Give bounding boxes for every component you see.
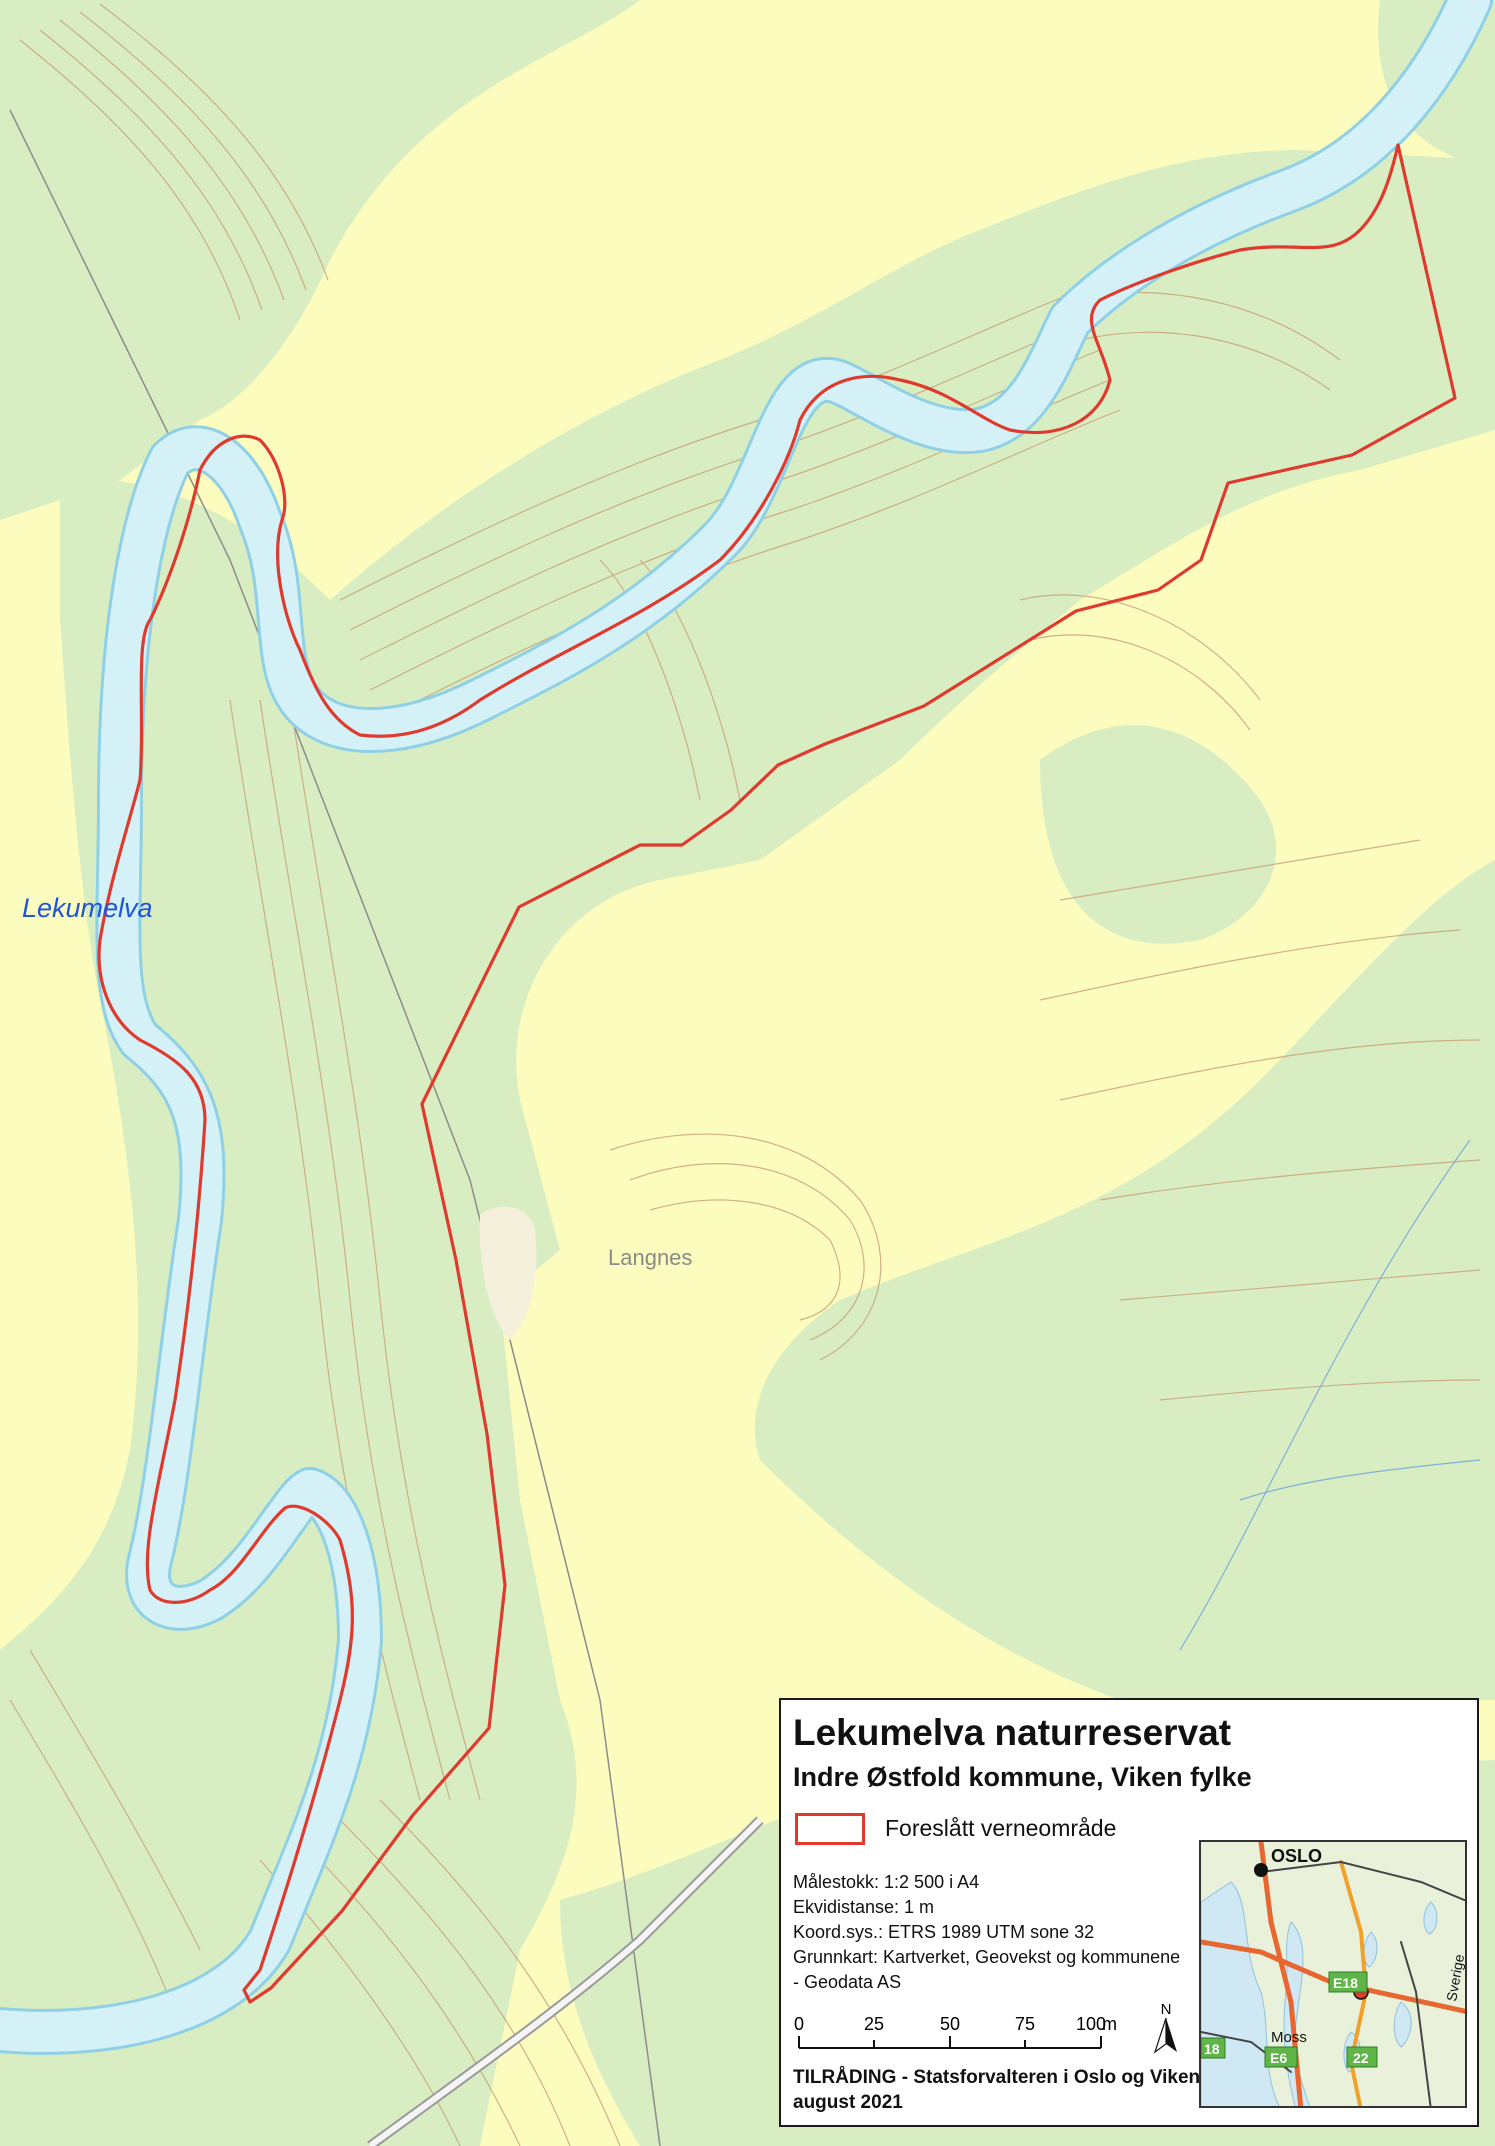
inset-city-label: OSLO: [1271, 1846, 1322, 1866]
inset-road-22: 22: [1353, 2050, 1369, 2066]
north-label: N: [1161, 2001, 1172, 2018]
scale-bar: 0 25 50 75 100 m: [794, 2014, 1117, 2049]
scale-tick-75: 75: [1015, 2014, 1035, 2034]
settlement-area: [479, 1206, 537, 1340]
road: [367, 1816, 764, 2146]
streams: [1179, 1139, 1481, 1651]
scale-tick-25: 25: [864, 2014, 884, 2034]
meta-contour-interval: Ekvidistanse: 1 m: [793, 1897, 935, 1917]
map-title: Lekumelva naturreservat: [793, 1712, 1232, 1753]
meta-scale: Målestokk: 1:2 500 i A4: [793, 1872, 980, 1892]
boundary-legend-swatch: [795, 1813, 865, 1845]
boundary-legend-label: Foreslått verneområde: [885, 1815, 1117, 1841]
proposed-boundary[interactable]: [97, 143, 1457, 2004]
power-line: [9, 109, 661, 2146]
legend-panel: Lekumelva naturreservat Indre Østfold ko…: [779, 1698, 1479, 2127]
river-lekumelva: [0, 0, 1493, 2055]
north-arrow-icon: N: [1153, 2001, 1177, 2054]
oslo-marker-icon: [1254, 1863, 1268, 1877]
river-label: Lekumelva: [22, 893, 153, 923]
recommendation-footer: TILRÅDING - Statsforvalteren i Oslo og V…: [793, 2067, 1206, 2113]
scale-tick-50: 50: [940, 2014, 960, 2034]
meta-basemap-source: Grunnkart: Kartverket, Geovekst og kommu…: [793, 1947, 1181, 1967]
inset-road-e18: E18: [1333, 1975, 1358, 1991]
place-label: Langnes: [608, 1245, 693, 1270]
map-subtitle: Indre Østfold kommune, Viken fylke: [793, 1762, 1252, 1792]
scale-tick-0: 0: [794, 2014, 804, 2034]
scale-tick-100: 100: [1076, 2014, 1106, 2034]
meta-basemap-source-cont: - Geodata AS: [793, 1972, 902, 1992]
inset-road-e6: E6: [1270, 2050, 1287, 2066]
overview-map: OSLO Moss Sverige E18 E6 22 18: [1199, 1840, 1467, 2108]
scale-unit: m: [1102, 2014, 1117, 2034]
inset-town-label: Moss: [1271, 2029, 1307, 2046]
inset-country-label: Sverige: [1443, 1953, 1467, 2003]
meta-coordinate-system: Koord.sys.: ETRS 1989 UTM sone 32: [793, 1922, 1095, 1942]
inset-road-18: 18: [1204, 2041, 1220, 2057]
